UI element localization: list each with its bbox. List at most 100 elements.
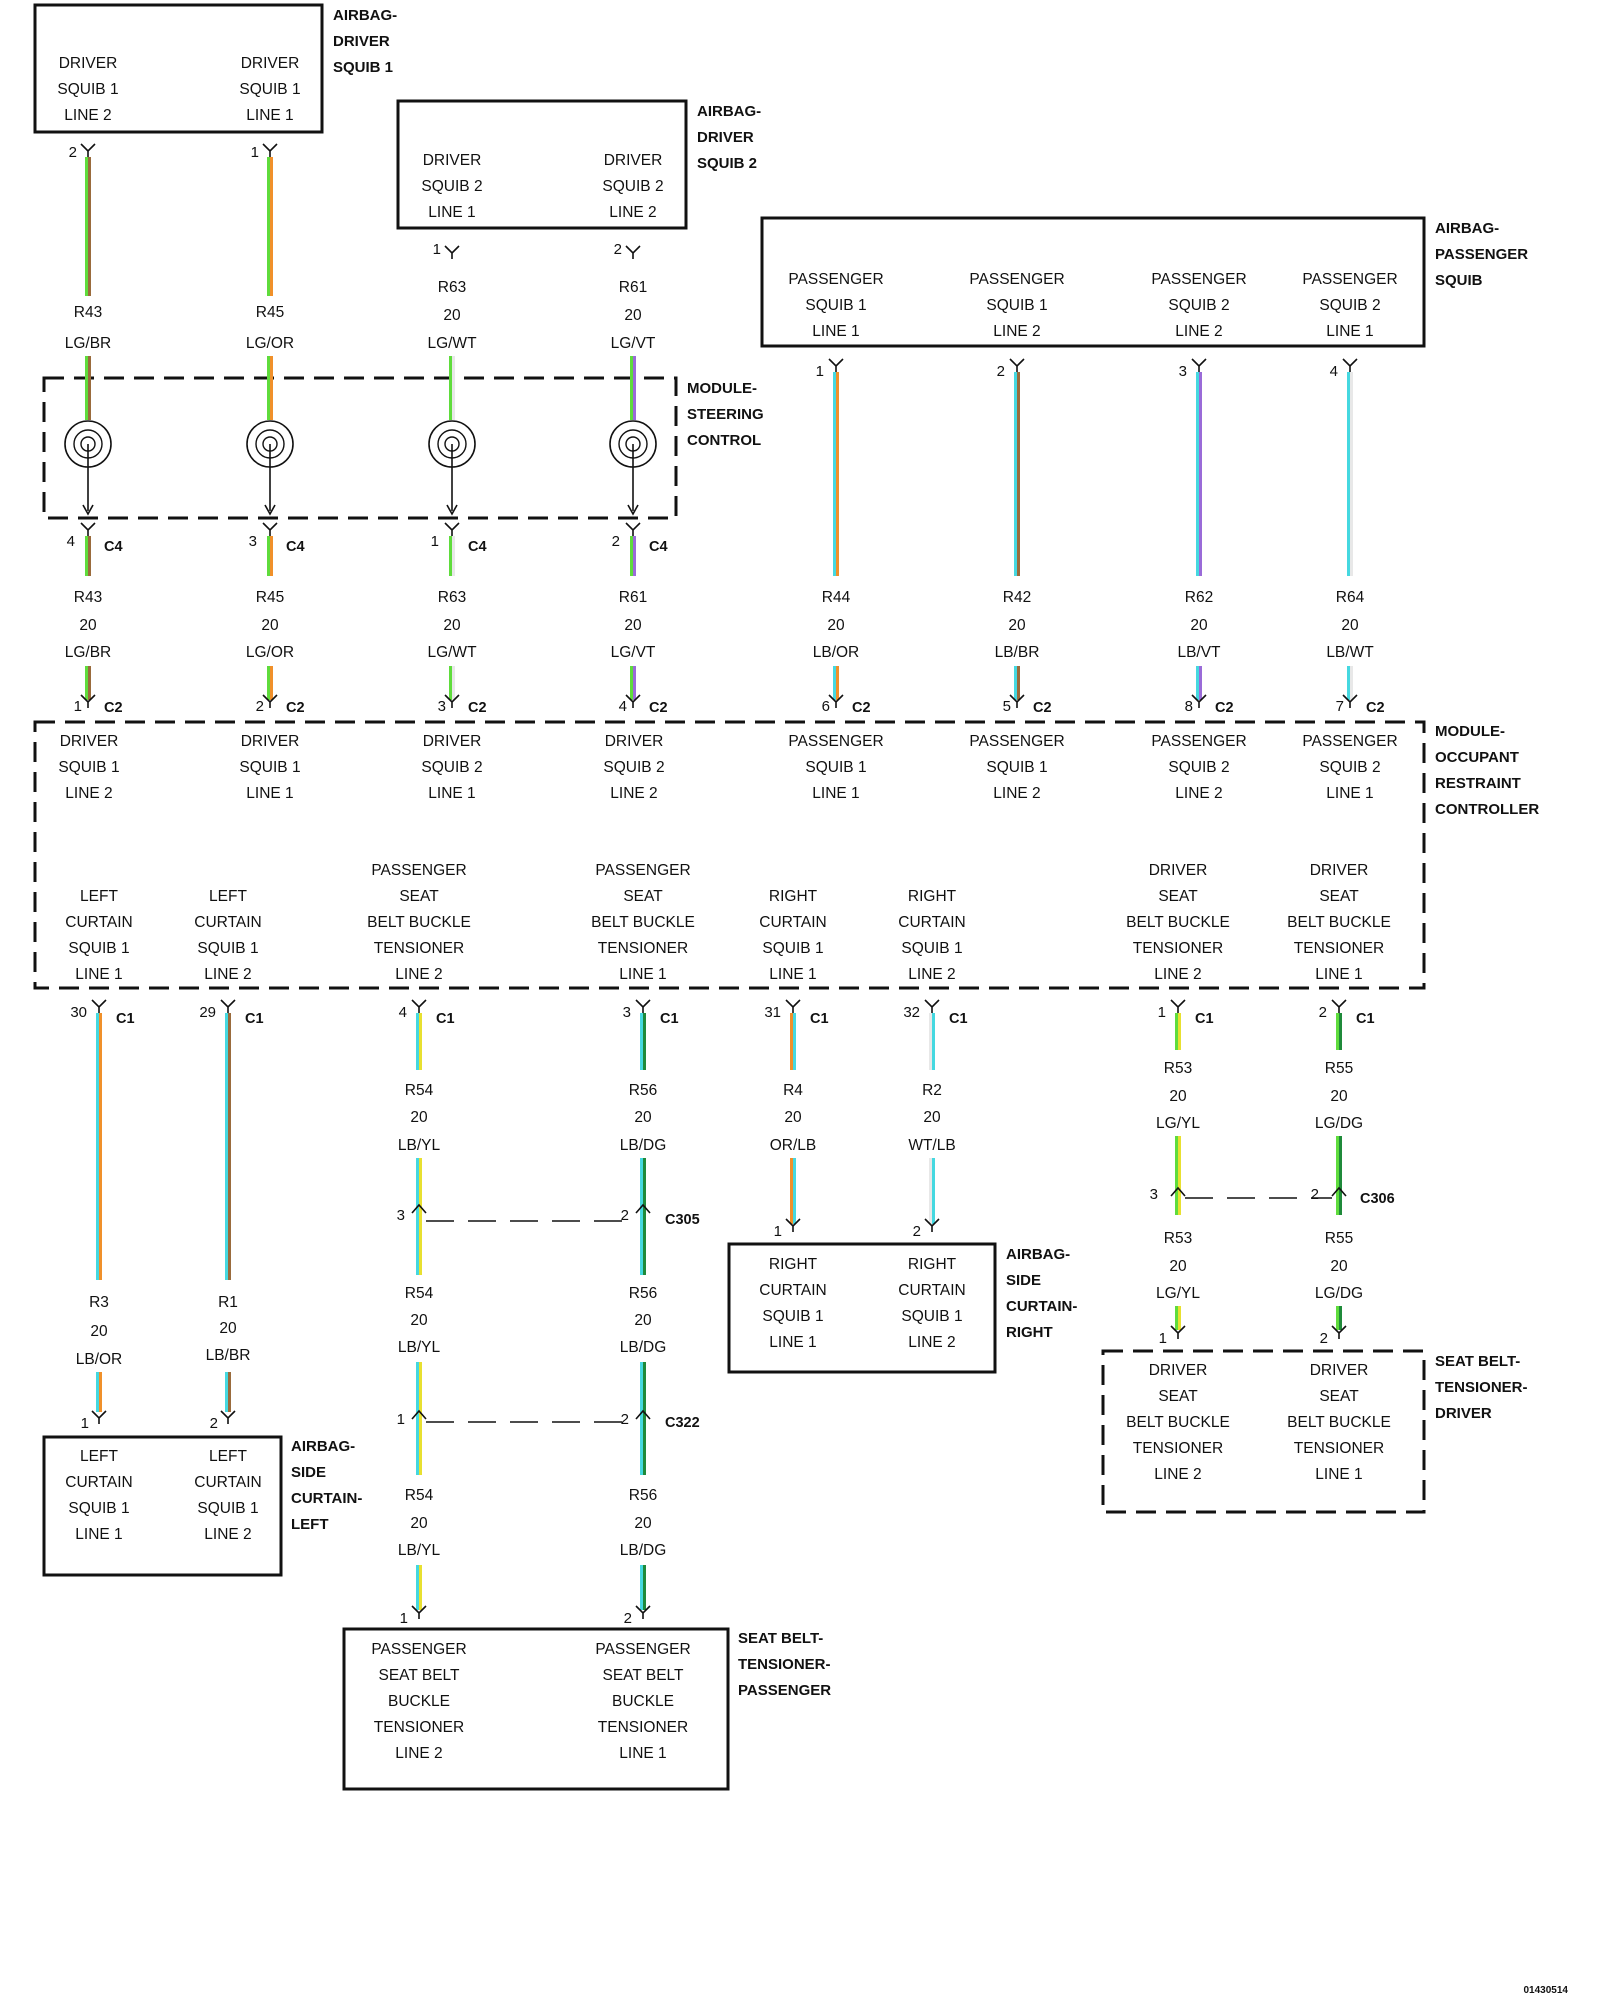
- pin-label: CURTAIN: [898, 914, 965, 931]
- gauge-label: 20: [634, 1109, 652, 1126]
- pin-number: 6: [822, 698, 830, 715]
- pin-label: DRIVER: [423, 152, 482, 169]
- gauge-label: 20: [923, 1109, 941, 1126]
- wire-color-label: LB/VT: [1177, 644, 1221, 661]
- pin-number: 2: [612, 533, 620, 550]
- pin-label: LINE 2: [993, 323, 1040, 340]
- pin-label: PASSENGER: [788, 733, 883, 750]
- connector-label: C1: [1356, 1011, 1375, 1027]
- circuit-label: R43: [74, 589, 102, 606]
- pin-label: DRIVER: [1149, 1362, 1208, 1379]
- wire-color-label: LB/WT: [1326, 644, 1374, 661]
- pin-label: DRIVER: [605, 733, 664, 750]
- terminal-chevron: [1170, 1186, 1186, 1197]
- figure-id: 01430514: [1524, 1985, 1569, 1996]
- component-title: AIRBAG-: [1435, 220, 1499, 237]
- pin-label: LEFT: [209, 1448, 247, 1465]
- terminal-fork: [411, 1605, 427, 1619]
- connector-label: C4: [286, 539, 305, 555]
- component-title: SEAT BELT-: [1435, 1353, 1520, 1370]
- pin-label: PASSENGER: [371, 862, 466, 879]
- pin-label: LINE 1: [619, 966, 666, 983]
- component-title: RESTRAINT: [1435, 775, 1521, 792]
- pin-label: CURTAIN: [65, 914, 132, 931]
- gauge-label: 20: [261, 617, 279, 634]
- gauge-label: 20: [827, 617, 845, 634]
- connector-label: C4: [468, 539, 487, 555]
- pin-label: TENSIONER: [598, 940, 688, 957]
- pin-label: DRIVER: [1310, 862, 1369, 879]
- connector-label: C306: [1360, 1191, 1395, 1207]
- pin-label: LINE 1: [1315, 1466, 1362, 1483]
- pin-number: 30: [70, 1004, 87, 1021]
- pin-label: DRIVER: [423, 733, 482, 750]
- circuit-label: R2: [922, 1082, 942, 1099]
- seat-belt-tensioner-passenger-box: [342, 1627, 730, 1791]
- pin-label: PASSENGER: [1302, 733, 1397, 750]
- terminal-fork: [444, 245, 460, 259]
- wire-color-label: LB/DG: [620, 1339, 667, 1356]
- connector-marks: [64, 143, 1358, 1619]
- pin-label: SQUIB 2: [421, 178, 482, 195]
- pin-label: LINE 2: [610, 785, 657, 802]
- circuit-label: R43: [74, 304, 102, 321]
- pin-number: 2: [621, 1207, 629, 1224]
- pin-label: SQUIB 1: [57, 81, 118, 98]
- pin-label: LINE 2: [204, 1526, 251, 1543]
- pin-label: PASSENGER: [595, 862, 690, 879]
- terminal-fork: [444, 522, 460, 536]
- terminal-chevron: [411, 1409, 427, 1420]
- pin-number: 3: [249, 533, 257, 550]
- pin-number: 3: [1179, 363, 1187, 380]
- pin-label: LINE 1: [812, 323, 859, 340]
- gauge-label: 20: [410, 1515, 428, 1532]
- pin-number: 2: [1319, 1004, 1327, 1021]
- pin-number: 2: [69, 144, 77, 161]
- component-title: PASSENGER: [738, 1682, 831, 1699]
- pin-label: LINE 2: [908, 1334, 955, 1351]
- airbag-side-curtain-left-box: [42, 1435, 283, 1577]
- circuit-label: R45: [256, 304, 284, 321]
- pin-label: SQUIB 2: [421, 759, 482, 776]
- pin-label: CURTAIN: [65, 1474, 132, 1491]
- gauge-label: 20: [634, 1515, 652, 1532]
- terminal-fork: [220, 1410, 236, 1424]
- circuit-label: R44: [822, 589, 851, 606]
- pin-label: SEAT: [1158, 888, 1198, 905]
- pin-number: 29: [199, 1004, 216, 1021]
- connector-label: C2: [468, 700, 487, 716]
- pin-label: LINE 2: [64, 107, 111, 124]
- component-title: AIRBAG-: [697, 103, 761, 120]
- pin-label: LINE 2: [1175, 785, 1222, 802]
- pin-label: CURTAIN: [194, 1474, 261, 1491]
- wire-color-label: LB/DG: [620, 1542, 667, 1559]
- pin-label: PASSENGER: [1151, 271, 1246, 288]
- gauge-label: 20: [1341, 617, 1359, 634]
- wire-color-label: LG/VT: [611, 335, 656, 352]
- airbag-driver-squib-2-box: [396, 99, 688, 230]
- circuit-label: R56: [629, 1285, 657, 1302]
- pin-label: SQUIB 1: [197, 1500, 258, 1517]
- pin-label: SQUIB 1: [805, 297, 866, 314]
- pin-label: TENSIONER: [598, 1719, 688, 1736]
- component-title: RIGHT: [1006, 1324, 1053, 1341]
- pin-label: SEAT: [623, 888, 663, 905]
- pin-number: 31: [764, 1004, 781, 1021]
- component-title: PASSENGER: [1435, 246, 1528, 263]
- pin-label: LINE 1: [1326, 785, 1373, 802]
- terminal-fork: [220, 999, 236, 1013]
- terminal-chevron: [411, 1203, 427, 1214]
- pin-label: DRIVER: [1310, 1362, 1369, 1379]
- terminal-fork: [625, 522, 641, 536]
- pin-number: 3: [623, 1004, 631, 1021]
- pin-label: SQUIB 2: [1319, 297, 1380, 314]
- circuit-label: R64: [1336, 589, 1365, 606]
- pin-label: DRIVER: [60, 733, 119, 750]
- module-steering-control-box: [42, 376, 678, 520]
- pin-label: SQUIB 2: [1168, 297, 1229, 314]
- circuit-label: R54: [405, 1487, 434, 1504]
- connector-label: C2: [852, 700, 871, 716]
- pin-number: 1: [431, 533, 439, 550]
- pin-number: 2: [913, 1223, 921, 1240]
- component-title: DRIVER: [697, 129, 754, 146]
